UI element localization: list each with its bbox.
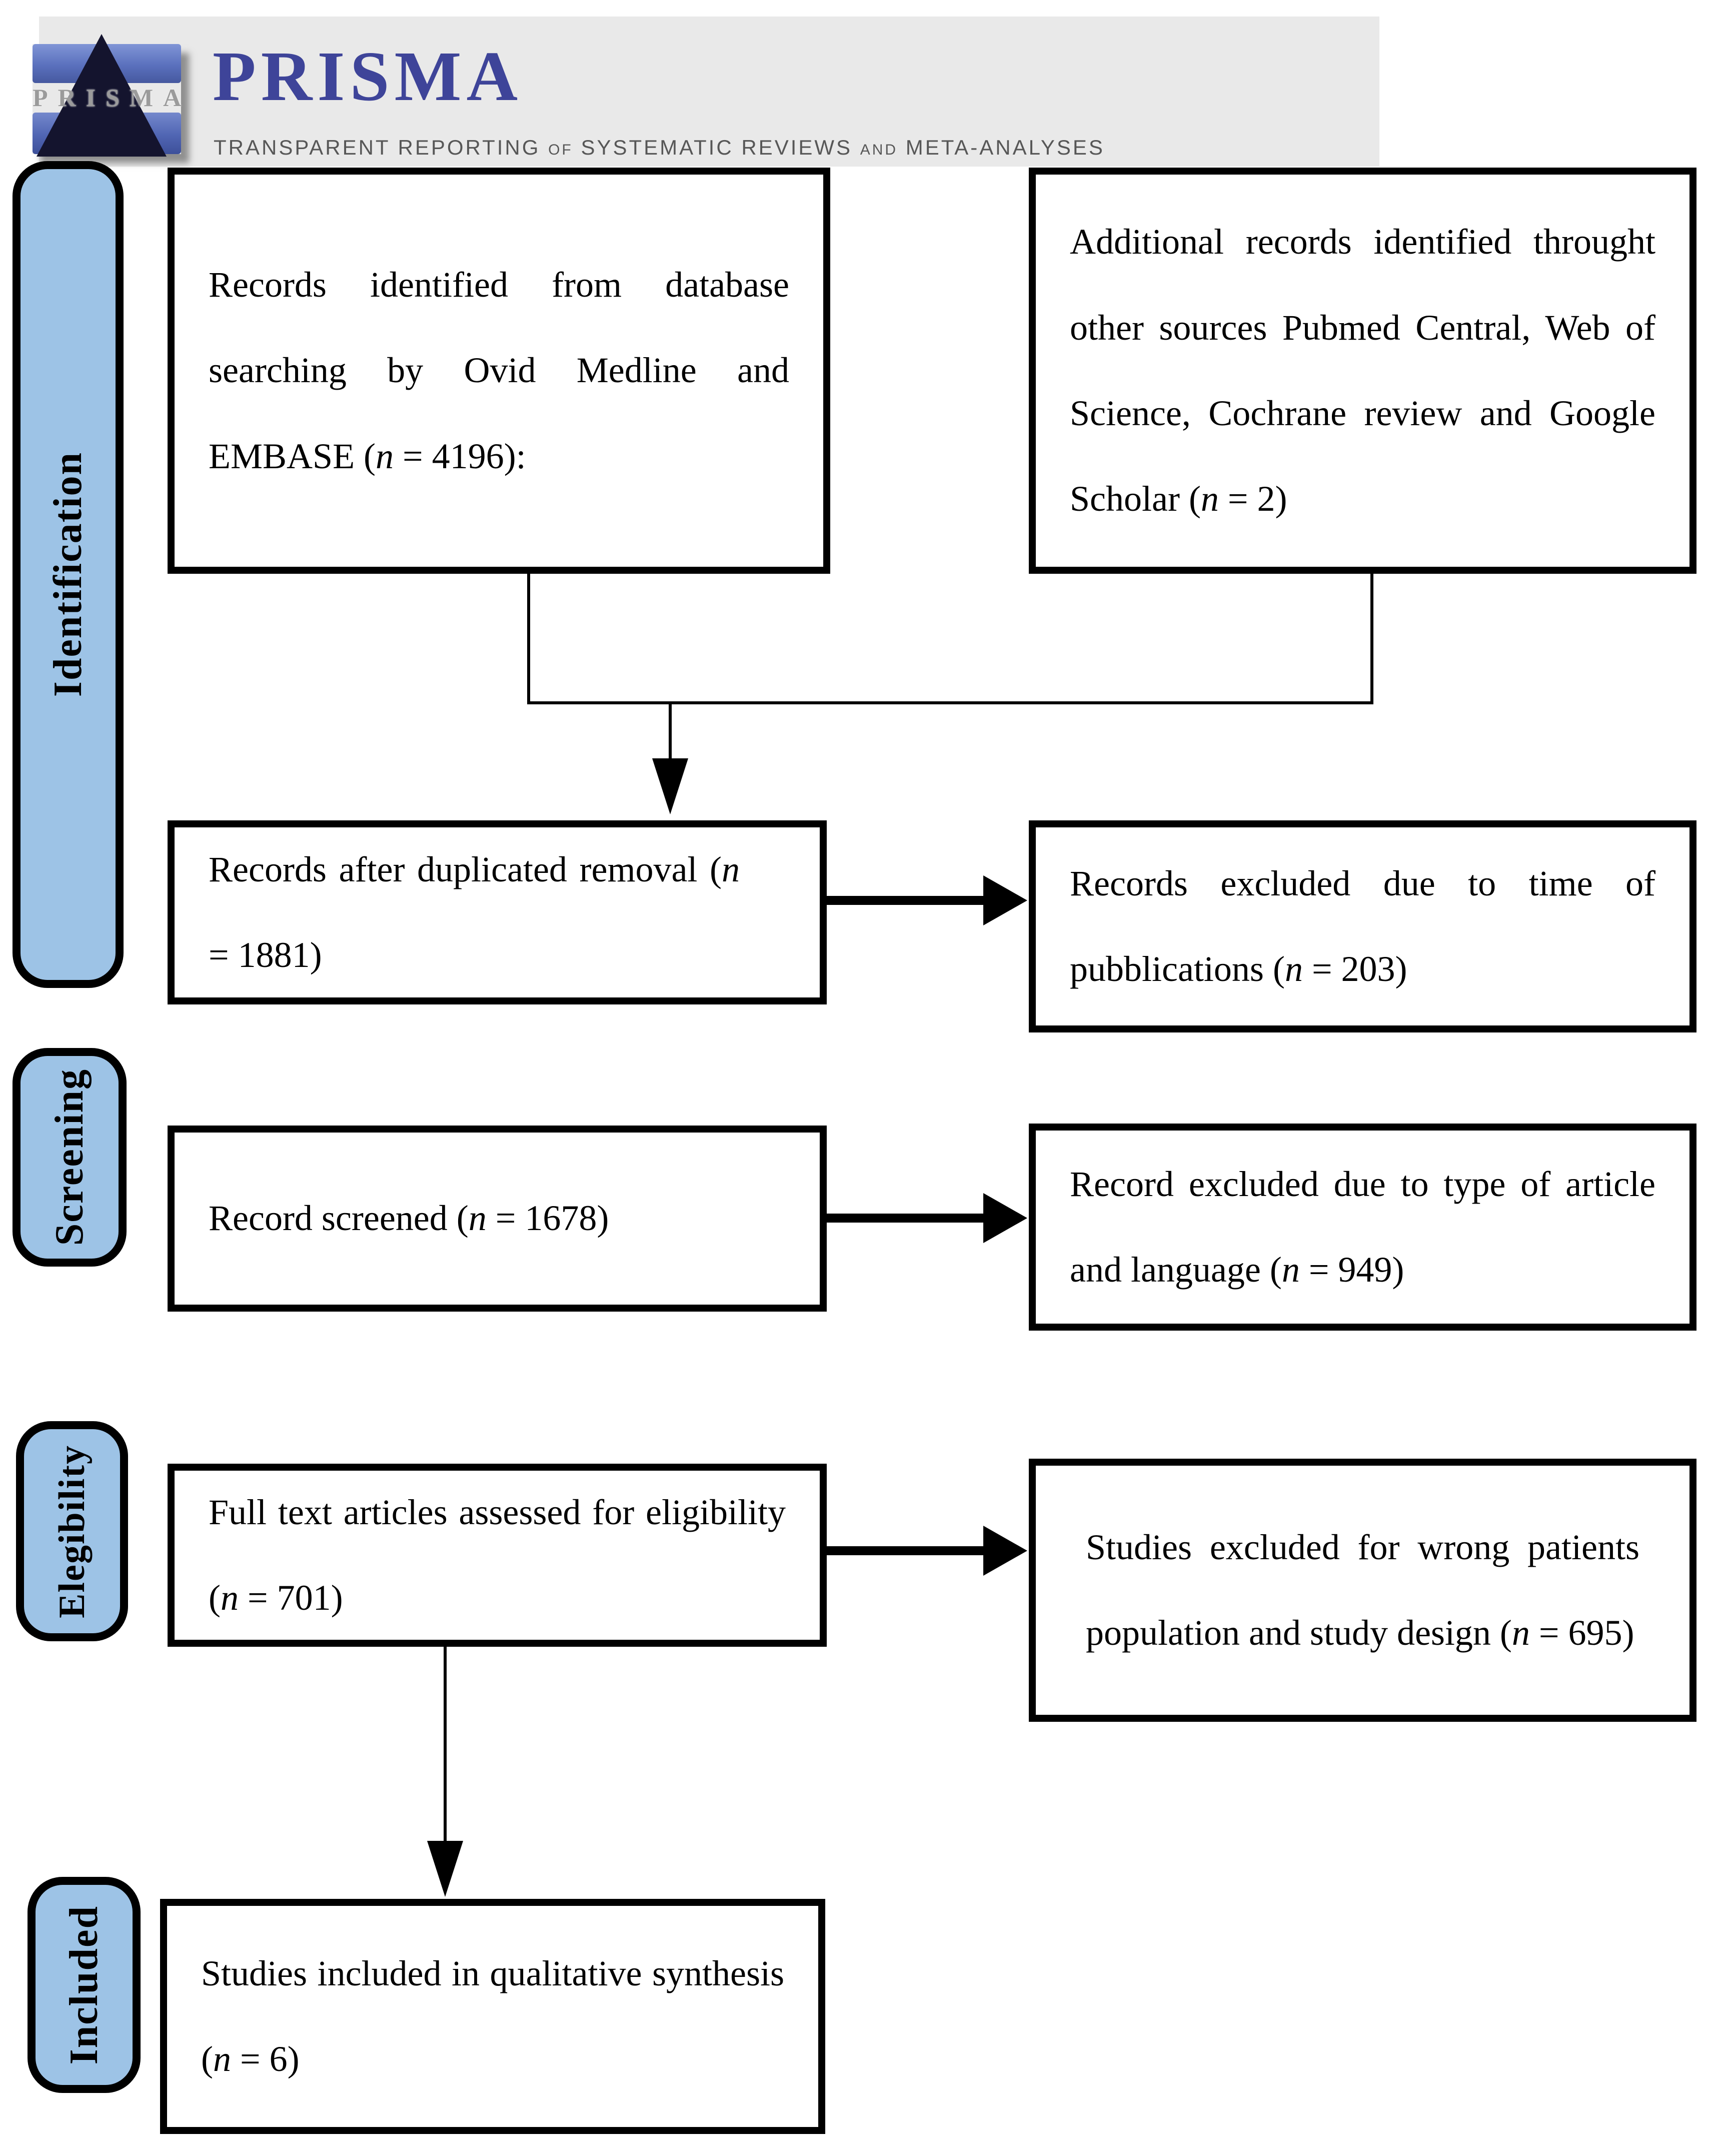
prisma-logo-icon: PRISMA xyxy=(33,34,192,157)
stage-label-included: Included xyxy=(28,1877,141,2093)
flow-box-excluded-type: Record excluded due to type of article a… xyxy=(1029,1124,1696,1331)
box-text: Additional records identified throught o… xyxy=(1070,222,1655,519)
stage-label-identification: Identification xyxy=(13,161,124,988)
box-text: Record screened (n = 1678) xyxy=(209,1198,609,1239)
box-text: Records after duplicated removal (n = 18… xyxy=(209,849,740,975)
flow-box-after-duplicates: Records after duplicated removal (n = 18… xyxy=(168,820,827,1004)
flow-box-included-qualitative: Studies included in qualitative synthesi… xyxy=(160,1899,825,2134)
arrow-right-shaft-3 xyxy=(827,1546,992,1555)
arrow-right-head-1 xyxy=(983,875,1027,925)
connector-line-horizontal xyxy=(527,701,1373,704)
brand-subtitle: TRANSPARENT REPORTING OF SYSTEMATIC REVI… xyxy=(214,136,1105,160)
box-text: Full text articles assessed for eligibil… xyxy=(209,1492,786,1618)
box-text: Records excluded due to time of pubblica… xyxy=(1070,863,1655,989)
flow-box-additional-records: Additional records identified throught o… xyxy=(1029,168,1696,574)
subtitle-part: SYSTEMATIC REVIEWS xyxy=(581,136,853,159)
flow-box-records-screened: Record screened (n = 1678) xyxy=(168,1126,827,1312)
arrow-right-shaft-1 xyxy=(827,896,992,905)
arrow-down-head-2 xyxy=(427,1841,463,1897)
arrow-right-shaft-2 xyxy=(827,1214,992,1223)
flow-box-records-identified: Records identified from database searchi… xyxy=(168,168,830,574)
brand-title: PRISMA xyxy=(213,37,523,116)
connector-line-left xyxy=(527,574,530,704)
stage-label-eligibility: Elegibility xyxy=(16,1421,128,1641)
arrow-right-head-2 xyxy=(983,1193,1027,1243)
flow-box-fulltext-assessed: Full text articles assessed for eligibil… xyxy=(168,1464,827,1647)
box-text: Studies excluded for wrong patients popu… xyxy=(1086,1527,1639,1653)
subtitle-part-small: AND xyxy=(860,142,898,158)
arrow-down-head-1 xyxy=(652,758,688,814)
flow-box-excluded-time: Records excluded due to time of pubblica… xyxy=(1029,820,1696,1032)
arrow-down-shaft-1 xyxy=(669,703,672,762)
subtitle-part: META-ANALYSES xyxy=(905,136,1105,159)
logo-wordmark: PRISMA xyxy=(33,84,192,112)
subtitle-part-small: OF xyxy=(548,142,573,158)
stage-label-screening: Screening xyxy=(13,1048,127,1267)
prism-triangle-icon xyxy=(37,34,167,157)
arrow-down-shaft-2 xyxy=(444,1647,447,1842)
box-text: Record excluded due to type of article a… xyxy=(1070,1164,1655,1290)
box-text: Records identified from database searchi… xyxy=(209,264,789,476)
subtitle-part: TRANSPARENT REPORTING xyxy=(214,136,541,159)
arrow-right-head-3 xyxy=(983,1526,1027,1576)
prisma-header: PRISMA PRISMA TRANSPARENT REPORTING OF S… xyxy=(33,17,1379,167)
connector-line-right xyxy=(1370,574,1373,704)
box-text: Studies included in qualitative synthesi… xyxy=(201,1953,784,2079)
flow-box-excluded-population: Studies excluded for wrong patients popu… xyxy=(1029,1459,1696,1722)
